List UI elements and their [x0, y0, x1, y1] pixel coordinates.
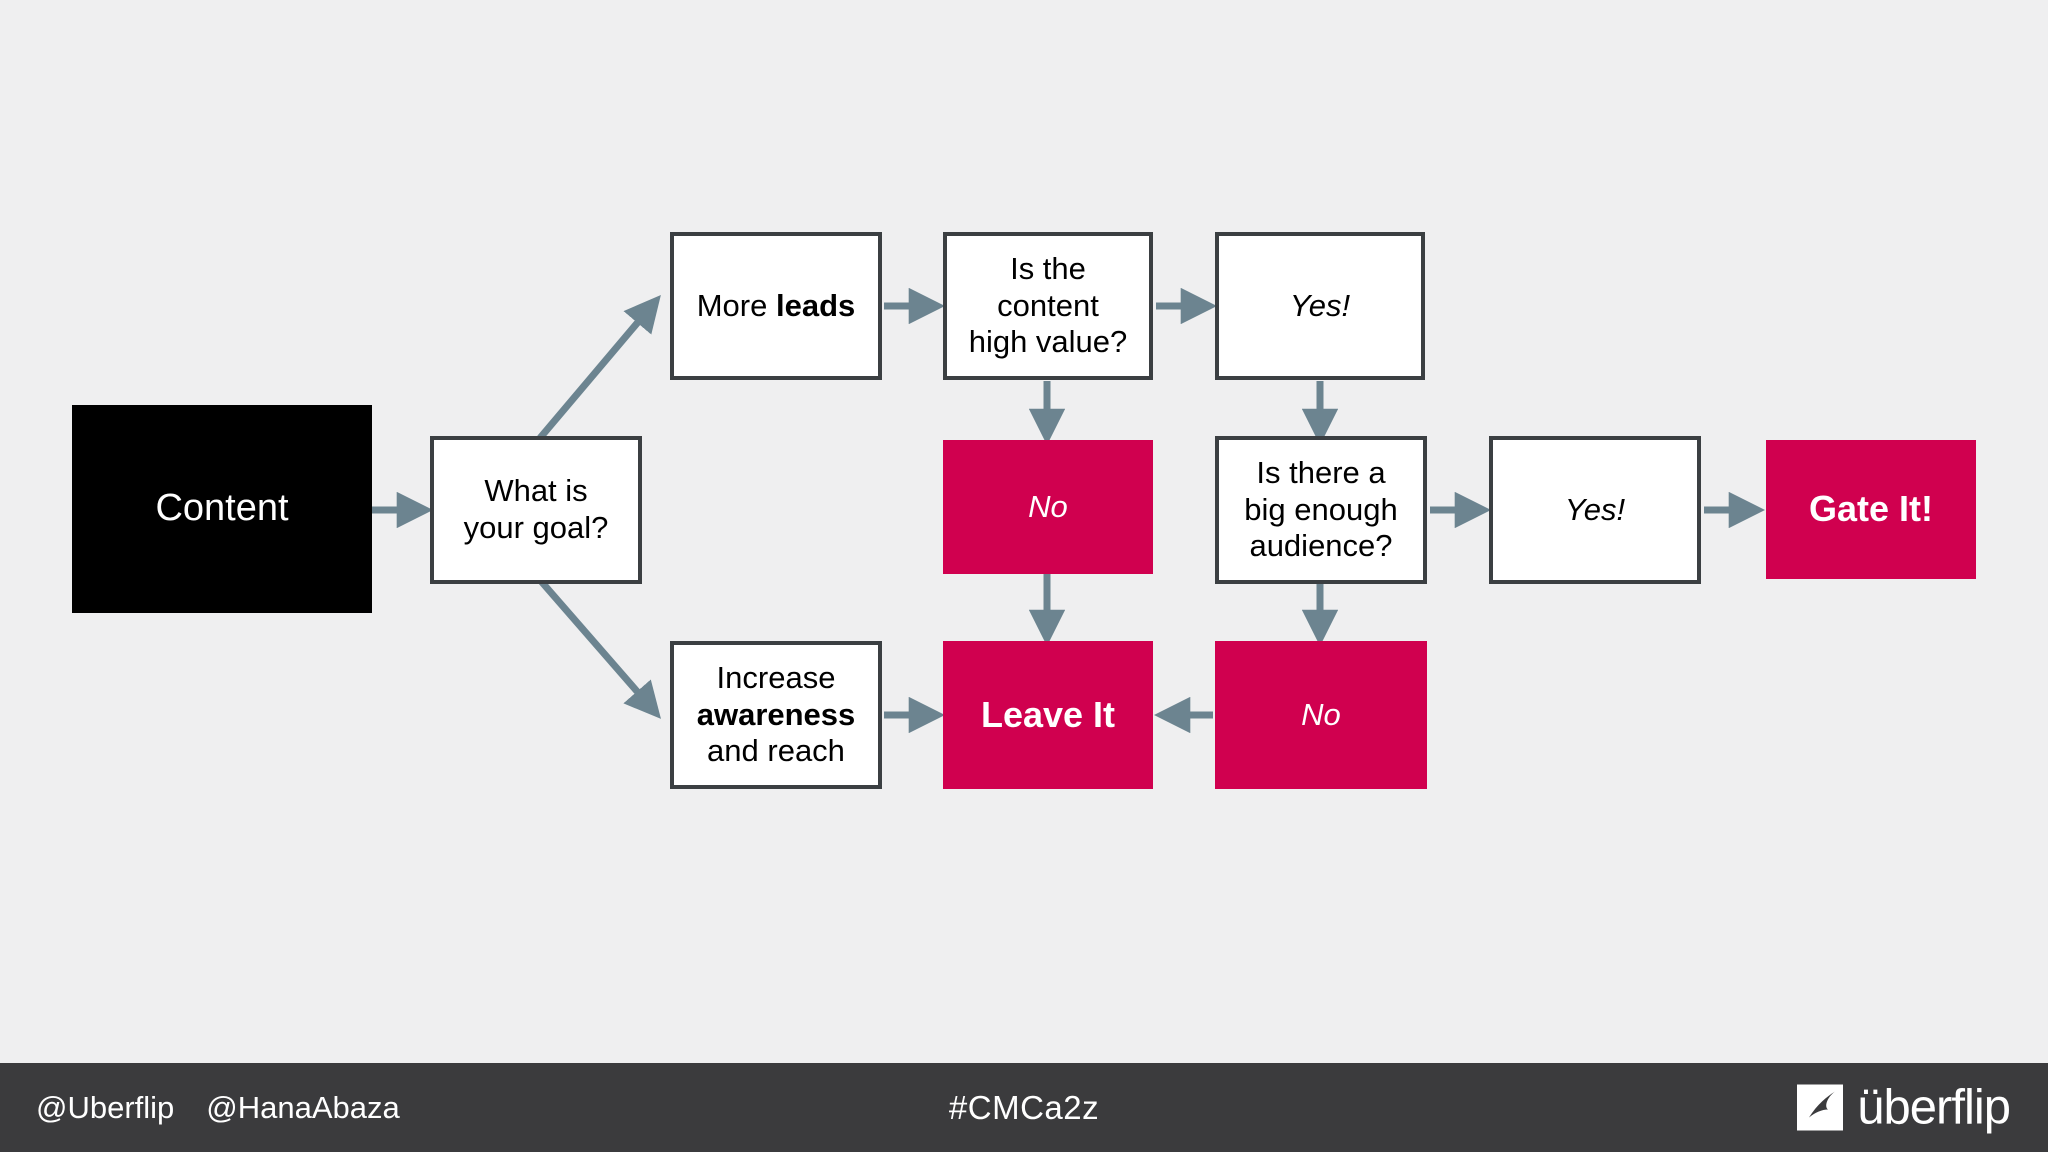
edge-goal-to-awareness: [537, 577, 661, 719]
node-yes-high-value-label: Yes!: [1289, 287, 1351, 323]
node-yes-audience-label: Yes!: [1564, 491, 1626, 527]
edge-goal-to-more-leads: [537, 295, 661, 441]
node-leave-it[interactable]: Leave It: [943, 641, 1153, 789]
uberflip-mark-icon: [1797, 1084, 1844, 1131]
node-more-leads[interactable]: More leads: [670, 232, 882, 380]
node-gate-it[interactable]: Gate It!: [1766, 440, 1976, 579]
twitter-handle-hanaabaza[interactable]: @HanaAbaza: [206, 1089, 400, 1125]
node-no-high-value[interactable]: No: [943, 440, 1153, 574]
node-leave-it-label: Leave It: [980, 693, 1116, 735]
node-no-audience-label: No: [1301, 696, 1341, 732]
node-yes-audience[interactable]: Yes!: [1489, 436, 1701, 584]
node-yes-high-value[interactable]: Yes!: [1215, 232, 1425, 380]
node-gate-it-label: Gate It!: [1808, 488, 1933, 530]
uberflip-wordmark: überflip: [1857, 1080, 2011, 1134]
node-no-audience[interactable]: No: [1215, 641, 1427, 789]
node-content-label: Content: [155, 487, 289, 530]
node-no-high-value-label: No: [1028, 488, 1068, 524]
twitter-handle-uberflip[interactable]: @Uberflip: [36, 1089, 175, 1125]
uberflip-brand-lockup: überflip: [1797, 1080, 2011, 1134]
event-hashtag: #CMCa2z: [948, 1088, 1100, 1126]
footer-handles: @Uberflip @HanaAbaza: [36, 1090, 400, 1126]
node-more-leads-label: More leads: [696, 287, 856, 323]
footer-bar: @Uberflip @HanaAbaza #CMCa2z überflip: [0, 1063, 2048, 1152]
node-content[interactable]: Content: [72, 405, 372, 613]
